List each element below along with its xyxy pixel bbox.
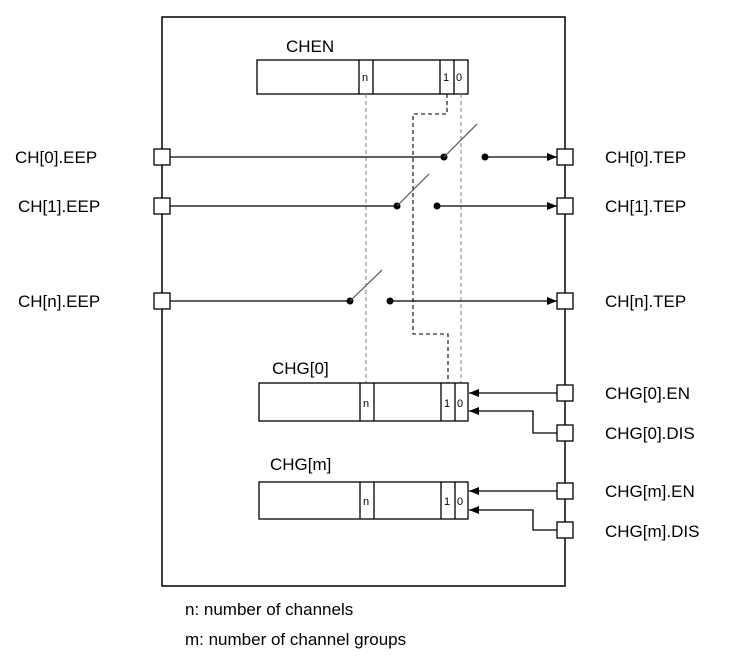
legend-m: m: number of channel groups <box>185 630 406 649</box>
chg-m-title: CHG[m] <box>270 455 331 474</box>
chg-m-bit-0: 0 <box>457 496 463 508</box>
channel-0-switch-lever <box>443 123 478 158</box>
channel-0-tep-label: CH[0].TEP <box>605 148 686 167</box>
channel-0-eep-label: CH[0].EEP <box>15 148 97 167</box>
channel-n-tep-label: CH[n].TEP <box>605 292 686 311</box>
chen-register: CHEN n 1 0 <box>256 37 469 95</box>
chg-0-register: CHG[0] n 1 0 CHG[0].EN CHG[0].DIS <box>258 359 695 443</box>
chg-m-en-port <box>556 482 574 500</box>
chg-m-bit-n: n <box>363 496 369 508</box>
channel-0-eep-port <box>153 148 171 166</box>
channel-n-eep-label: CH[n].EEP <box>18 292 100 311</box>
chg-m-dis-label: CHG[m].DIS <box>605 522 699 541</box>
channel-0-tep-port <box>556 148 574 166</box>
chen-bit-1: 1 <box>443 72 449 84</box>
chg-0-bit-1: 1 <box>444 398 450 410</box>
chg-0-bit-0: 0 <box>457 398 463 410</box>
chg-0-bit-n: n <box>363 398 369 410</box>
channel-n-switch-lever <box>349 269 383 302</box>
chg-0-dis-label: CHG[0].DIS <box>605 424 695 443</box>
channel-1-eep-label: CH[1].EEP <box>18 197 100 216</box>
chen-register-title: CHEN <box>286 37 334 56</box>
legend-n: n: number of channels <box>185 600 353 619</box>
channel-n-eep-port <box>153 292 171 310</box>
chg-m-en-label: CHG[m].EN <box>605 482 695 501</box>
control-line-bit-1 <box>412 94 449 383</box>
channel-1: CH[1].EEP CH[1].TEP <box>18 173 686 216</box>
channel-n: CH[n].EEP CH[n].TEP <box>18 269 686 311</box>
chen-bit-0: 0 <box>456 72 462 84</box>
chg-0-title: CHG[0] <box>272 359 329 378</box>
channel-1-tep-port <box>556 197 574 215</box>
channel-0: CH[0].EEP CH[0].TEP <box>15 123 686 167</box>
channel-1-tep-label: CH[1].TEP <box>605 197 686 216</box>
chg-m-dis-port <box>556 521 574 539</box>
channel-n-tep-port <box>556 292 574 310</box>
channel-1-switch-lever <box>396 173 430 207</box>
chg-0-en-label: CHG[0].EN <box>605 384 690 403</box>
chg-0-dis-port <box>556 424 574 442</box>
chen-bit-n: n <box>362 72 368 84</box>
chg-m-bit-1: 1 <box>444 496 450 508</box>
chg-m-register: CHG[m] n 1 0 CHG[m].EN CHG[m].DIS <box>258 455 699 541</box>
chg-0-en-port <box>556 384 574 402</box>
channel-1-eep-port <box>153 197 171 215</box>
